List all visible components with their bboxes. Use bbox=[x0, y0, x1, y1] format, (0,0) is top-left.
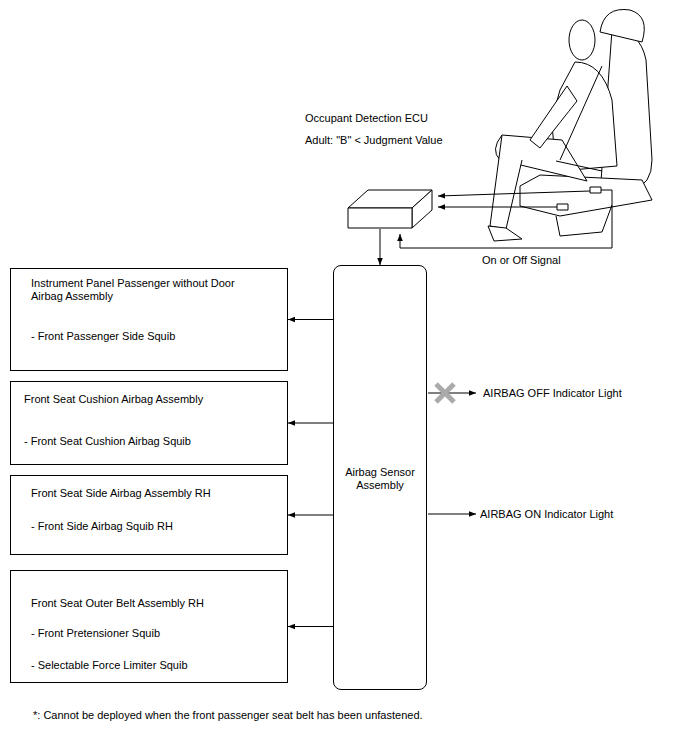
node-title: Front Seat Cushion Airbag Assembly bbox=[24, 393, 203, 406]
footnote: *: Cannot be deployed when the front pas… bbox=[33, 709, 423, 722]
component-box: Instrument Panel Passenger without Door … bbox=[10, 268, 288, 371]
signal-label: On or Off Signal bbox=[482, 254, 561, 267]
connector-arrow bbox=[380, 229, 381, 265]
node-item: - Front Passenger Side Squib bbox=[31, 330, 175, 343]
node-item: Adult: "B" < Judgment Value bbox=[305, 134, 443, 147]
node-item: - Front Side Airbag Squib RH bbox=[31, 520, 173, 533]
occupant-figure bbox=[488, 9, 652, 241]
signal-wires bbox=[400, 190, 612, 514]
component-box: Front Seat Outer Belt Assembly RH - Front… bbox=[10, 570, 288, 683]
off-cross bbox=[436, 384, 454, 402]
node-item: - Front Seat Cushion Airbag Squib bbox=[24, 435, 191, 448]
sensor-assembly: Airbag Sensor Assembly bbox=[333, 265, 427, 690]
indicator-arrow bbox=[428, 514, 476, 515]
component-box: Front Seat Cushion Airbag Assembly - Fron… bbox=[10, 381, 288, 465]
node-title: Occupant Detection ECU bbox=[305, 112, 428, 125]
ecu-shape bbox=[347, 188, 433, 229]
component-box: Front Seat Side Airbag Assembly RH - Fron… bbox=[10, 475, 288, 555]
node-item: - Selectable Force Limiter Squib bbox=[31, 659, 188, 672]
node-title: Airbag Sensor Assembly bbox=[342, 466, 418, 492]
indicator-arrow bbox=[428, 393, 476, 394]
connector-arrow bbox=[288, 319, 333, 320]
node-title: Front Seat Outer Belt Assembly RH bbox=[31, 597, 204, 610]
connector-arrow bbox=[288, 515, 333, 516]
connector-arrow bbox=[288, 626, 333, 627]
node-title: Instrument Panel Passenger without Door … bbox=[31, 277, 266, 303]
node-item: - Front Pretensioner Squib bbox=[31, 627, 160, 640]
connector-arrow bbox=[288, 423, 333, 424]
ecu-box: Occupant Detection ECUAdult: "B" < Judgm… bbox=[347, 188, 433, 229]
node-title: Front Seat Side Airbag Assembly RH bbox=[31, 487, 211, 500]
signal-label: AIRBAG OFF Indicator Light bbox=[483, 387, 622, 400]
signal-label: AIRBAG ON Indicator Light bbox=[480, 508, 613, 521]
